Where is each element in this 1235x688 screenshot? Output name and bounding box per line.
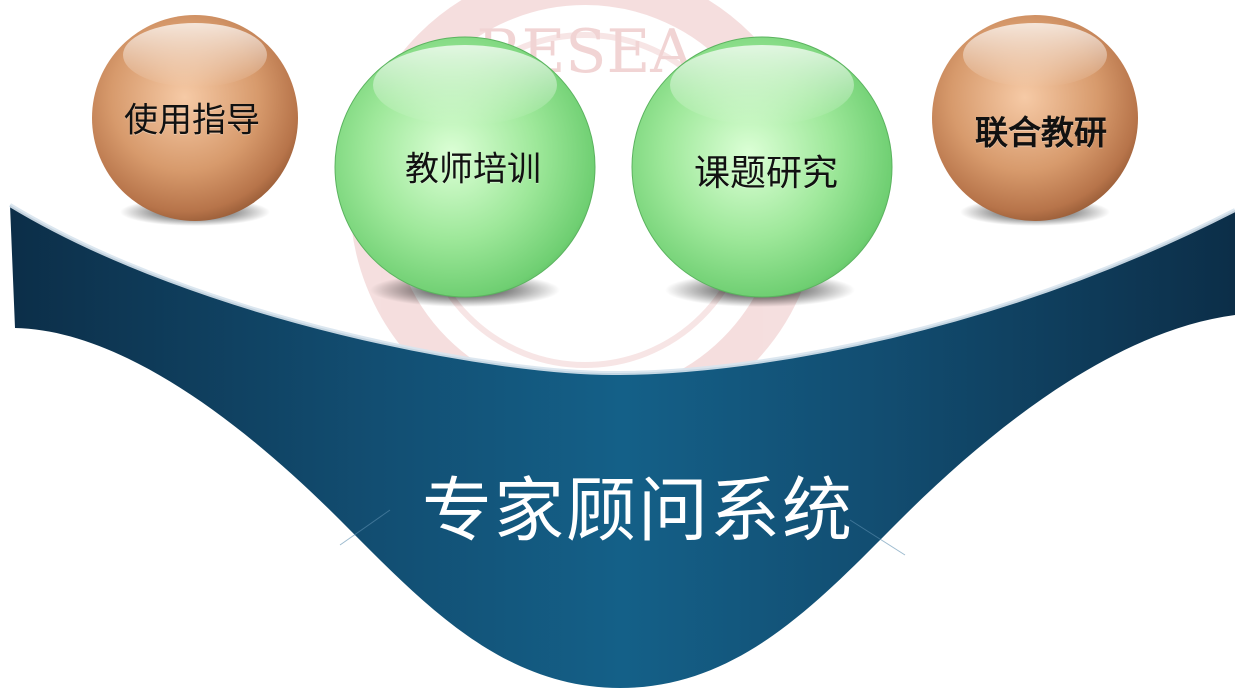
node-label-teacher-training: 教师培训 <box>405 149 541 190</box>
node-sphere-teacher-training <box>334 36 596 298</box>
node-sphere-joint-research <box>932 15 1138 221</box>
node-label-research: 课题研究 <box>693 153 839 194</box>
band-accent-left <box>339 509 391 546</box>
node-sphere-usage-guide <box>92 15 298 221</box>
node-label-usage-guide: 使用指导 <box>124 100 260 141</box>
node-sphere-research <box>631 36 893 298</box>
band-accent-right <box>849 519 906 556</box>
band-highlight <box>8 203 1235 376</box>
node-label-joint-research: 联合教研 <box>975 113 1107 152</box>
curved-band <box>10 205 1235 688</box>
diagram-title: 专家顾问系统 <box>422 469 854 552</box>
